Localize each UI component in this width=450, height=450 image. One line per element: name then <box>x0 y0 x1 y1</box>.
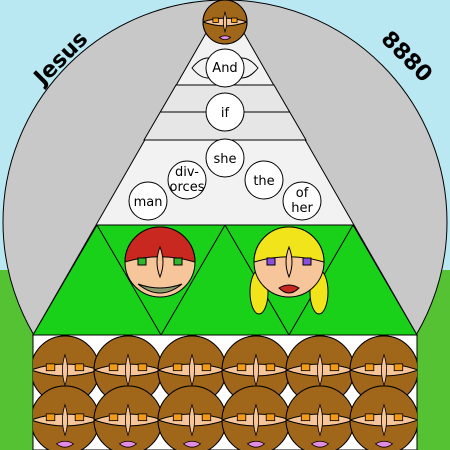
crowd-face-1-3 <box>221 385 291 450</box>
word-and: And <box>212 61 237 76</box>
crowd-face-1-4 <box>285 385 355 450</box>
word-bubble-the: the <box>244 160 284 200</box>
word-bubble-divorces: div- orces <box>167 160 207 200</box>
green-band <box>32 224 418 336</box>
word-div: div- <box>175 165 199 180</box>
word-if: if <box>221 106 230 121</box>
top-face <box>202 0 248 45</box>
woman-face-icon <box>249 226 329 315</box>
top-face-icon <box>191 0 259 79</box>
word-bubble-she: she <box>205 138 245 178</box>
word-her: her <box>291 201 313 216</box>
word-bubble-if: if <box>205 92 245 132</box>
word-orces: orces <box>170 180 205 195</box>
word-the: the <box>253 174 274 189</box>
left-triangle <box>96 224 226 336</box>
word-bubble-man: man <box>128 181 168 221</box>
crowd-faces <box>33 335 417 450</box>
crowd-face-1-0 <box>33 385 100 450</box>
man-face-icon <box>124 226 196 298</box>
crowd-face-1-1 <box>93 385 163 450</box>
crowd-face-1-5 <box>349 385 417 450</box>
word-of: of <box>296 186 309 201</box>
crowd-face-1-2 <box>157 385 227 450</box>
word-man: man <box>134 195 163 210</box>
word-she: she <box>213 152 236 167</box>
word-bubble-of-her: of her <box>282 181 322 221</box>
word-bubble-and: And <box>205 48 245 88</box>
